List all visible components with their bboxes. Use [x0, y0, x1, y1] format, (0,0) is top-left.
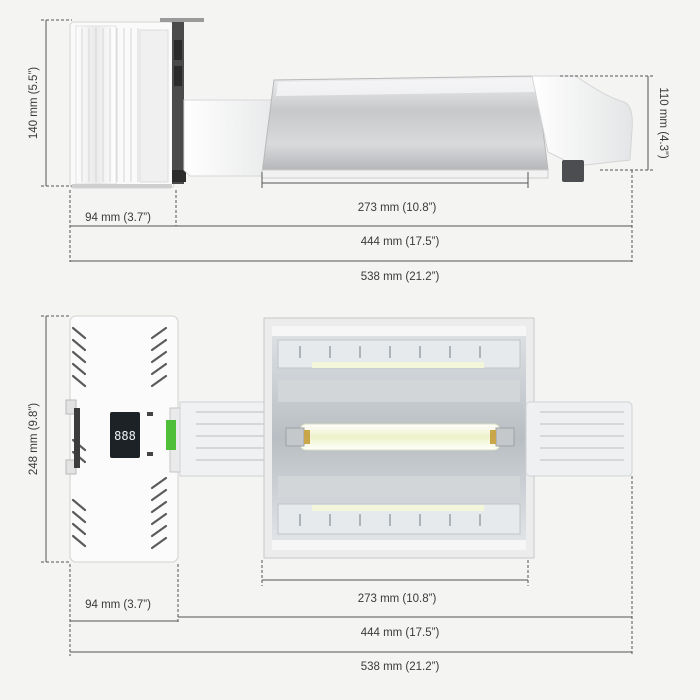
ballast-side [69, 18, 204, 189]
top-width-reflector-label: 273 mm (10.8”) [358, 202, 437, 214]
display-readout: 888 [114, 429, 136, 443]
top-height-total-label: 140 mm (5.5”) [28, 67, 40, 139]
socket-end [531, 75, 633, 167]
reflector-side [261, 75, 549, 179]
ballast-plan: 888 [65, 315, 183, 563]
socket-cap [562, 160, 584, 182]
bottom-width-reflector-label: 273 mm (10.8”) [358, 593, 437, 605]
top-dimension-lines [41, 19, 653, 262]
status-indicator [166, 420, 176, 450]
display-panel [110, 412, 140, 458]
top-width-partial-label: 444 mm (17.5”) [361, 236, 440, 248]
reflector-plan [263, 317, 535, 559]
left-bracket [179, 401, 273, 477]
top-width-ballast-label: 94 mm (3.7”) [85, 212, 151, 224]
top-height-reflector-label: 110 mm (4.3”) [657, 87, 669, 159]
bottom-height-total-label: 248 mm (9.8”) [28, 403, 40, 475]
bottom-width-partial-label: 444 mm (17.5”) [361, 627, 440, 639]
bottom-width-total-label: 538 mm (21.2”) [361, 661, 440, 673]
bottom-view: 888 [28, 315, 633, 673]
top-view: 140 mm (5.5”) 110 mm (4.3”) 273 mm (10.8… [28, 18, 669, 283]
bottom-dimension-lines [41, 315, 633, 656]
right-bracket [525, 401, 633, 477]
top-width-total-label: 538 mm (21.2”) [361, 271, 440, 283]
lamp [299, 423, 501, 451]
bottom-width-ballast-label: 94 mm (3.7”) [85, 599, 151, 611]
